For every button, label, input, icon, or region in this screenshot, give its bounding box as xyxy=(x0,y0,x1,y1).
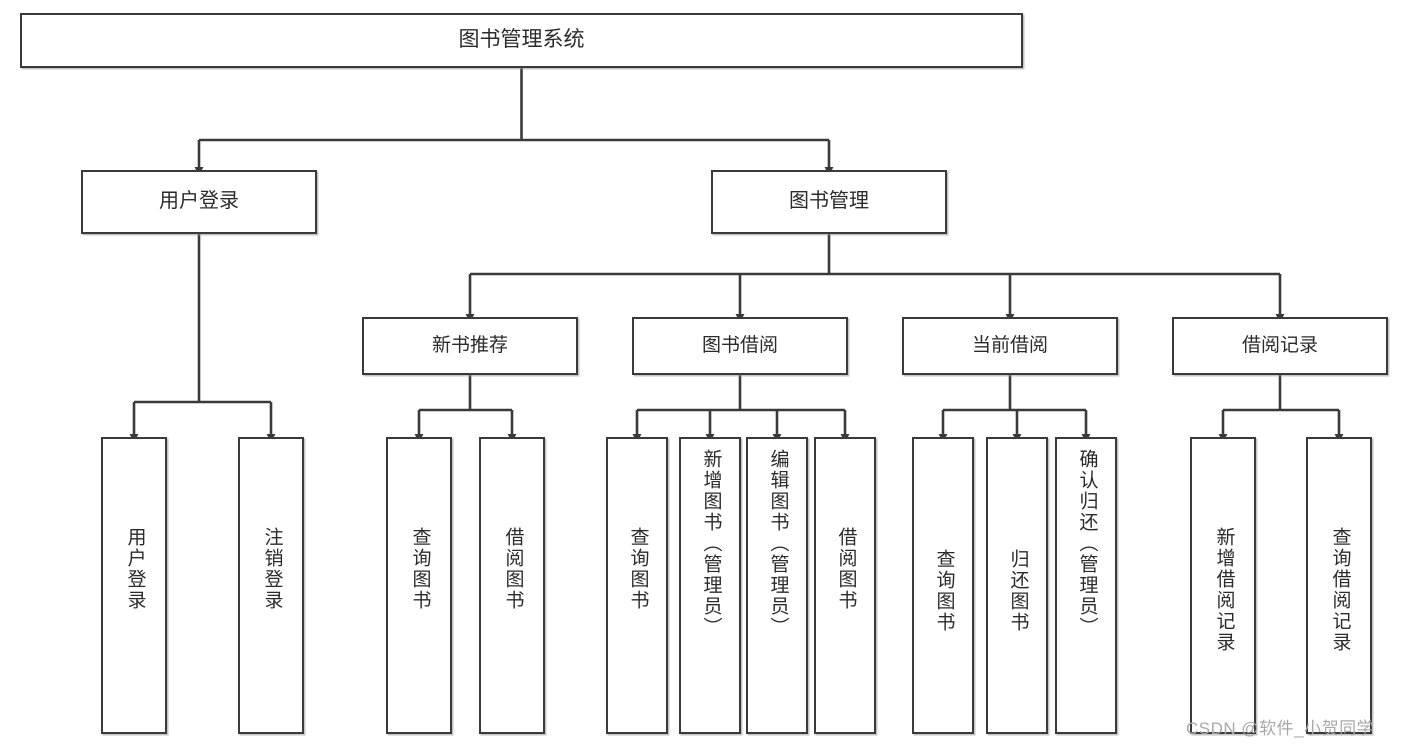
node-box-lf13: 查询借阅记录 xyxy=(1306,437,1372,734)
node-box-l1b: 图书管理 xyxy=(711,170,947,234)
node-label-lf3: 查询图书 xyxy=(409,527,431,611)
node-box-l2c: 当前借阅 xyxy=(902,317,1118,375)
node-label-lf6: 新增图书（管理员） xyxy=(700,449,722,638)
node-label-lf1: 用户登录 xyxy=(124,527,146,611)
watermark: CSDN @软件_小贺同学 xyxy=(1186,719,1375,738)
node-box-lf12: 新增借阅记录 xyxy=(1190,437,1256,734)
node-box-lf4: 借阅图书 xyxy=(479,437,545,734)
node-label-lf8: 借阅图书 xyxy=(835,527,857,611)
node-box-root: 图书管理系统 xyxy=(20,13,1023,68)
node-box-lf1: 用户登录 xyxy=(101,437,167,734)
node-label-lf7: 编辑图书（管理员） xyxy=(767,449,789,638)
node-label-lf10: 归还图书 xyxy=(1007,549,1029,633)
node-label-lf13: 查询借阅记录 xyxy=(1329,527,1351,653)
node-box-lf3: 查询图书 xyxy=(386,437,452,734)
node-box-lf6: 新增图书（管理员） xyxy=(679,437,741,734)
node-label-l2d: 借阅记录 xyxy=(1241,334,1318,356)
node-box-lf5: 查询图书 xyxy=(606,437,668,734)
node-label-lf12: 新增借阅记录 xyxy=(1213,527,1235,653)
node-box-l1a: 用户登录 xyxy=(81,170,317,234)
node-label-l2c: 当前借阅 xyxy=(971,334,1048,356)
node-box-lf9: 查询图书 xyxy=(912,437,974,734)
node-label-lf11: 确认归还（管理员） xyxy=(1076,449,1098,638)
node-box-l2a: 新书推荐 xyxy=(362,317,578,375)
node-label-root: 图书管理系统 xyxy=(458,28,585,52)
node-label-l2b: 图书借阅 xyxy=(701,334,778,356)
node-label-lf5: 查询图书 xyxy=(627,527,649,611)
node-box-l2b: 图书借阅 xyxy=(632,317,848,375)
node-label-l1b: 图书管理 xyxy=(789,190,869,213)
node-label-lf9: 查询图书 xyxy=(933,549,955,633)
node-box-lf11: 确认归还（管理员） xyxy=(1055,437,1117,734)
node-box-l2d: 借阅记录 xyxy=(1172,317,1388,375)
node-label-l1a: 用户登录 xyxy=(159,190,239,213)
node-box-lf10: 归还图书 xyxy=(986,437,1048,734)
node-label-lf4: 借阅图书 xyxy=(502,527,524,611)
node-label-lf2: 注销登录 xyxy=(261,527,283,611)
node-box-lf2: 注销登录 xyxy=(238,437,304,734)
node-box-lf8: 借阅图书 xyxy=(814,437,876,734)
node-box-lf7: 编辑图书（管理员） xyxy=(746,437,808,734)
node-label-l2a: 新书推荐 xyxy=(431,334,508,356)
